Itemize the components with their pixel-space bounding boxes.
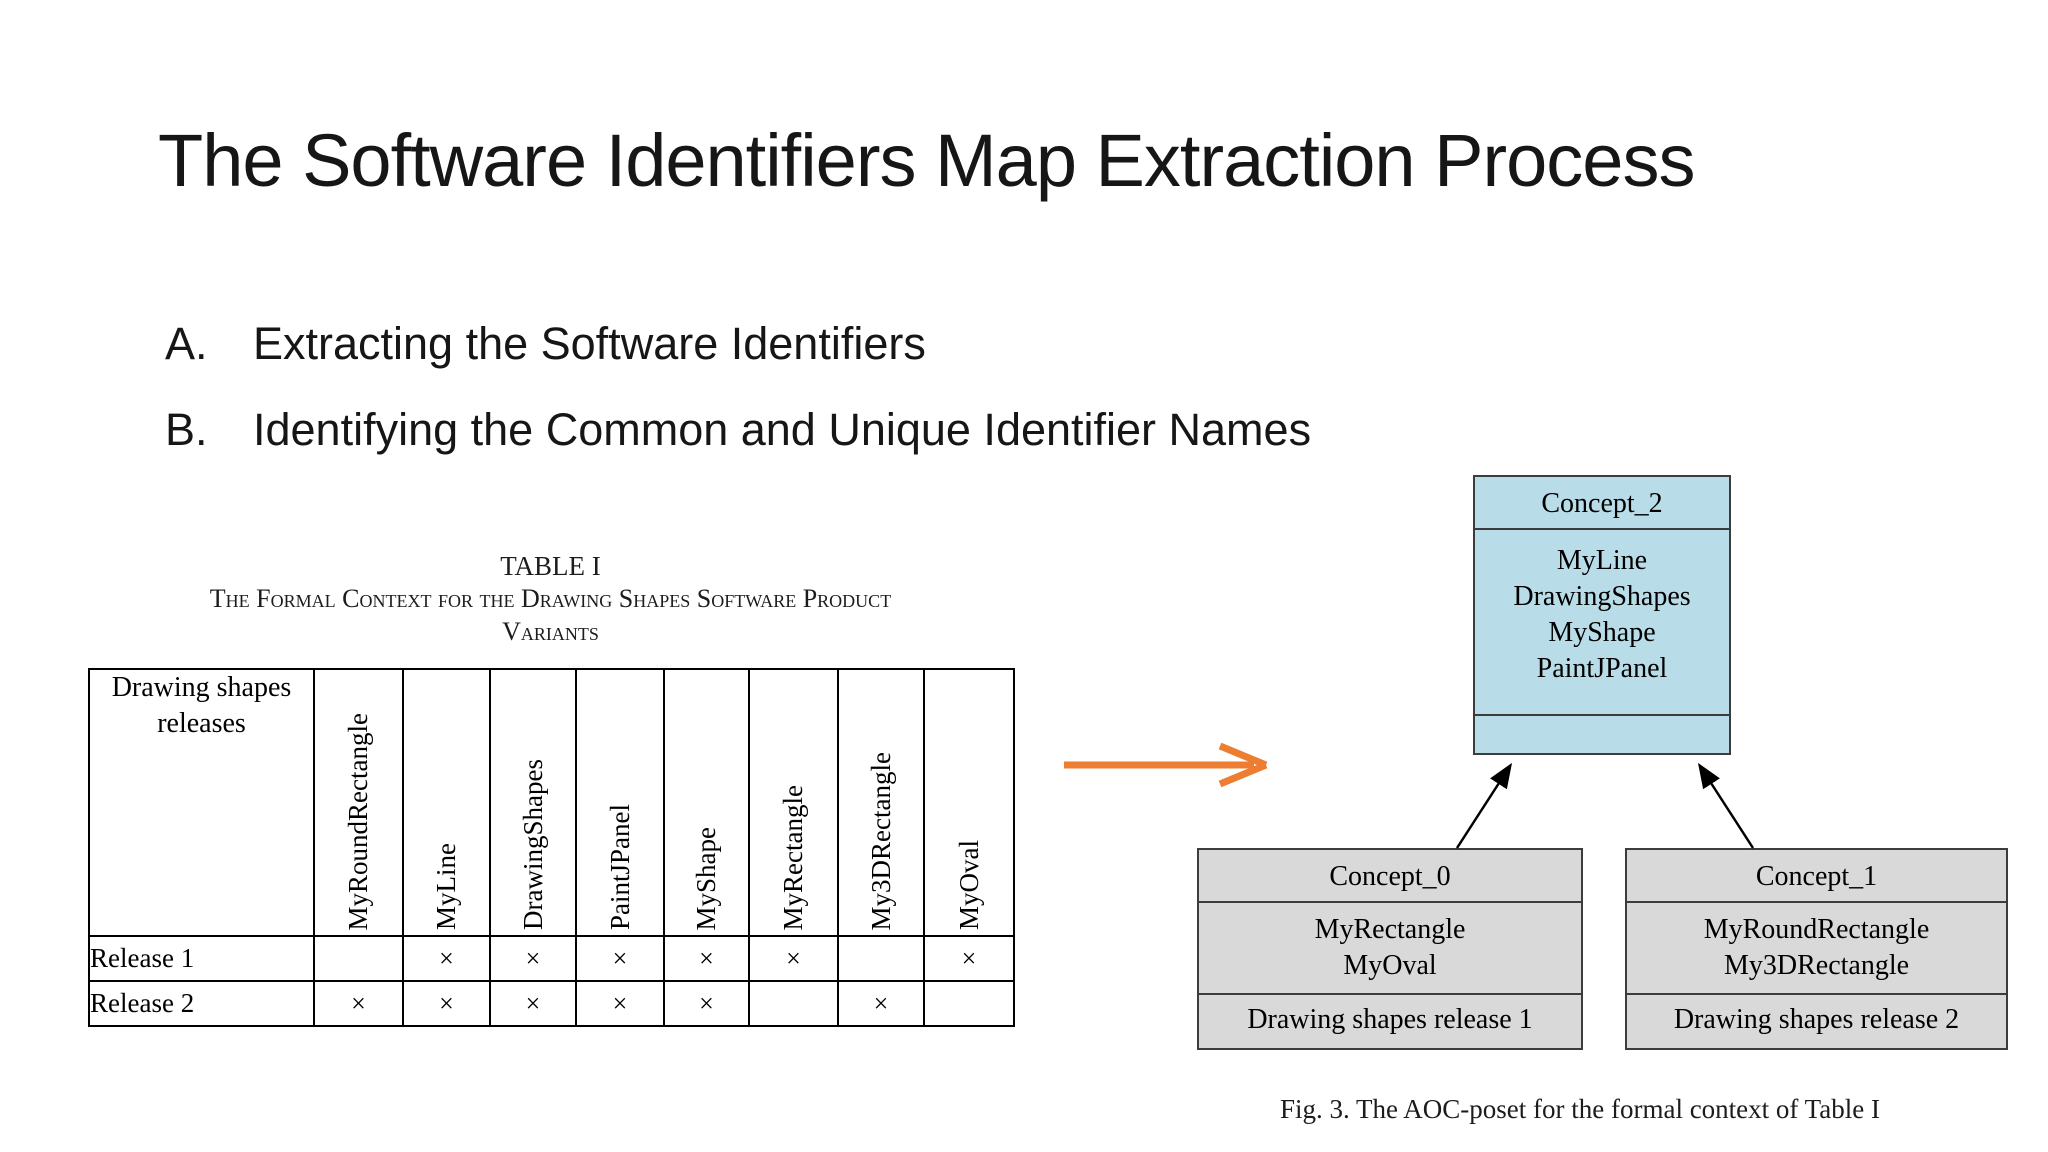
concept-attributes: MyRectangle MyOval <box>1199 903 1581 995</box>
concept-box-1: Concept_1 MyRoundRectangle My3DRectangle… <box>1625 848 2008 1050</box>
orange-flow-arrow-icon <box>1064 742 1268 788</box>
column-header: DrawingShapes <box>489 668 577 937</box>
table-row: Release 1 × × × × × × <box>88 935 1015 982</box>
context-mark-cell: × <box>663 935 750 982</box>
concept-box-2: Concept_2 MyLine DrawingShapes MyShape P… <box>1473 475 1731 755</box>
table-header-row: Drawing shapes releases MyRoundRectangle… <box>88 668 1015 937</box>
column-header: My3DRectangle <box>837 668 925 937</box>
list-item-b-label: B. <box>165 404 208 455</box>
concept-attribute: MyLine <box>1556 545 1648 576</box>
context-mark-cell: × <box>663 980 750 1027</box>
context-mark-cell: × <box>575 935 665 982</box>
column-header-label: MyOval <box>953 840 984 930</box>
formal-context-table: Drawing shapes releases MyRoundRectangle… <box>88 668 1015 1027</box>
context-mark-cell: × <box>923 935 1015 982</box>
table-caption: TABLE I The Formal Context for the Drawi… <box>88 550 1013 648</box>
concept-attribute: MyShape <box>1548 617 1656 648</box>
concept-object: Drawing shapes release 2 <box>1673 1004 1960 1035</box>
list-item-a: A. Extracting the Software Identifiers <box>165 318 926 370</box>
page-title: The Software Identifiers Map Extraction … <box>158 119 1695 202</box>
context-mark-cell: × <box>489 980 577 1027</box>
concept-title: Concept_1 <box>1627 850 2006 903</box>
figure-caption: Fig. 3. The AOC-poset for the formal con… <box>1280 1094 1880 1124</box>
context-mark-cell <box>313 935 404 982</box>
context-mark-cell: × <box>402 935 491 982</box>
column-header-label: MyRectangle <box>778 784 808 930</box>
context-mark-cell: × <box>575 980 665 1027</box>
column-header-label: My3DRectangle <box>865 751 896 930</box>
context-mark-cell: × <box>402 980 491 1027</box>
column-header-label: PaintJPanel <box>604 804 635 930</box>
concept-box-0: Concept_0 MyRectangle MyOval Drawing sha… <box>1197 848 1583 1050</box>
context-mark-cell: × <box>748 935 839 982</box>
corner-header: Drawing shapes releases <box>88 668 315 937</box>
column-header: MyShape <box>663 668 750 937</box>
context-mark-cell: × <box>489 935 577 982</box>
list-item-b: B. Identifying the Common and Unique Ide… <box>165 404 1311 456</box>
row-label: Release 1 <box>88 935 315 982</box>
column-header-label: DrawingShapes <box>517 759 548 930</box>
column-header: MyRoundRectangle <box>313 668 404 937</box>
table-heading: TABLE I <box>500 551 601 581</box>
column-header: MyOval <box>923 668 1015 937</box>
concept-attribute: DrawingShapes <box>1513 581 1691 612</box>
concept-title: Concept_2 <box>1475 477 1729 530</box>
concept-attribute: My3DRectangle <box>1723 950 1910 981</box>
row-label: Release 2 <box>88 980 315 1027</box>
table-row: Release 2 × × × × × × <box>88 980 1015 1027</box>
concept-object: Drawing shapes release 1 <box>1247 1004 1533 1035</box>
concept-title: Concept_0 <box>1199 850 1581 903</box>
concept-attribute: MyRectangle <box>1314 914 1466 945</box>
column-header-label: MyShape <box>691 826 721 931</box>
context-mark-cell: × <box>313 980 404 1027</box>
concept-objects-empty <box>1475 716 1729 751</box>
list-item-a-text: Extracting the Software Identifiers <box>253 318 926 369</box>
list-item-a-label: A. <box>165 318 208 369</box>
concept-attributes: MyLine DrawingShapes MyShape PaintJPanel <box>1475 530 1729 716</box>
aoc-poset-edges-icon <box>1455 762 1755 849</box>
context-mark-cell <box>923 980 1015 1027</box>
column-header: MyRectangle <box>748 668 839 937</box>
concept-attribute: MyOval <box>1343 950 1437 981</box>
concept-attributes: MyRoundRectangle My3DRectangle <box>1627 903 2006 995</box>
column-header-label: MyLine <box>431 843 461 930</box>
table-caption-line: The Formal Context for the Drawing Shape… <box>209 584 892 613</box>
concept-attribute: MyRoundRectangle <box>1703 914 1930 945</box>
context-mark-cell: × <box>837 980 925 1027</box>
list-item-b-text: Identifying the Common and Unique Identi… <box>253 404 1312 455</box>
column-header: MyLine <box>402 668 491 937</box>
context-mark-cell <box>748 980 839 1027</box>
context-mark-cell <box>837 935 925 982</box>
column-header-label: MyRoundRectangle <box>343 712 373 930</box>
table-caption-line2: Variants <box>502 617 599 646</box>
column-header: PaintJPanel <box>575 668 665 937</box>
concept-attribute: PaintJPanel <box>1536 653 1668 684</box>
